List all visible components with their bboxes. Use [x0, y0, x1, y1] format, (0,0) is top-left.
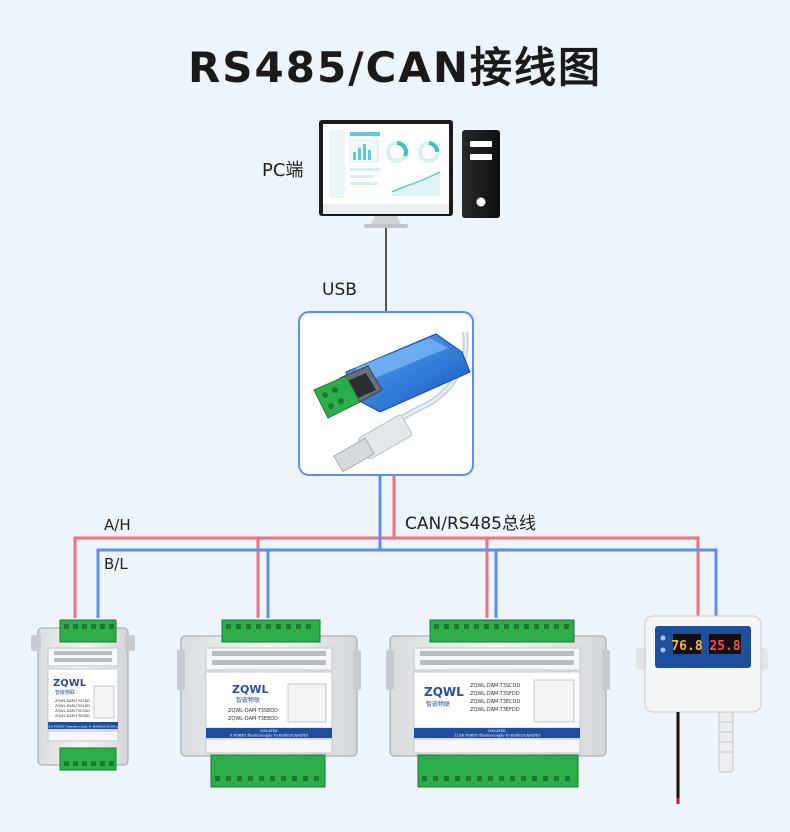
usb-can-rs485-adapter — [298, 311, 474, 476]
b-l-label: B/L — [104, 555, 128, 573]
svg-text:ZQWL: ZQWL — [53, 678, 87, 689]
module-3-brand: 智嵌物联 — [426, 700, 450, 708]
module-1-model-2: ZQWL-DAM-T3S4DD — [55, 704, 90, 708]
bus-label: CAN/RS485总线 — [405, 514, 536, 534]
module-3-caption: 12/16 PORTS Thermocouple To RS485/CAN(FD… — [454, 734, 541, 738]
module-2-caption: 8 PORTS Thermocouple To RS485/CAN(FD) — [230, 734, 309, 738]
module-2-model-2: ZQWL-DAM-T3E8DD — [228, 716, 278, 722]
module-1-caption: 2/4 PORTS Thermocouple To RS485/CAN(FD) — [48, 725, 118, 729]
a-h-label: A/H — [104, 516, 131, 534]
module-2-isolated: ISOLATED — [260, 729, 278, 733]
usb-label: USB — [322, 280, 357, 300]
module-3-model-4: ZQWL-DAM-T3EFDD — [470, 707, 520, 713]
pc-label: PC端 — [262, 160, 304, 181]
temperature-readout: 25.8 — [709, 639, 740, 654]
module-3-model-3: ZQWL-DAM-T3ECDD — [470, 699, 520, 705]
temperature-humidity-sensor: 76.8 25.8 — [636, 615, 768, 804]
module-1-model-1: ZQWL-DAM-T3S2DD — [55, 699, 90, 703]
page-title: RS485/CAN接线图 — [187, 43, 603, 92]
pc-tower — [462, 130, 500, 218]
svg-text:ZQWL: ZQWL — [232, 683, 268, 696]
module-2: ZQWL 智嵌物联 ZQWL-DAM-T3S8DD ZQWL-DAM-T3E8D… — [177, 619, 361, 788]
module-2-brand: 智嵌物联 — [236, 696, 260, 704]
humidity-readout: 76.8 — [671, 639, 702, 654]
module-3: ZQWL 智嵌物联 ZQWL-DAM-T3SCDD ZQWL-DAM-T3SFD… — [386, 619, 610, 788]
module-2-model-1: ZQWL-DAM-T3S8DD — [228, 708, 278, 714]
module-1-brand: 智嵌物联 — [55, 689, 75, 696]
module-1-model-4: ZQWL-DAM-T3E4DD — [55, 714, 90, 718]
module-1-model-3: ZQWL-DAM-T3E2DD — [55, 709, 90, 713]
svg-text:ZQWL: ZQWL — [424, 685, 464, 699]
pc-computer — [319, 120, 500, 228]
a-h-wires — [73, 475, 700, 618]
b-l-wires — [96, 475, 718, 618]
monitor — [319, 120, 453, 228]
module-3-model-1: ZQWL-DAM-T3SCDD — [470, 683, 520, 689]
module-1: ZQWL 智嵌物联 ZQWL-DAM-T3S2DD ZQWL-DAM-T3S4D… — [31, 619, 135, 771]
module-3-model-2: ZQWL-DAM-T3SFDD — [470, 691, 520, 697]
module-3-isolated: ISOLATED — [488, 729, 506, 733]
